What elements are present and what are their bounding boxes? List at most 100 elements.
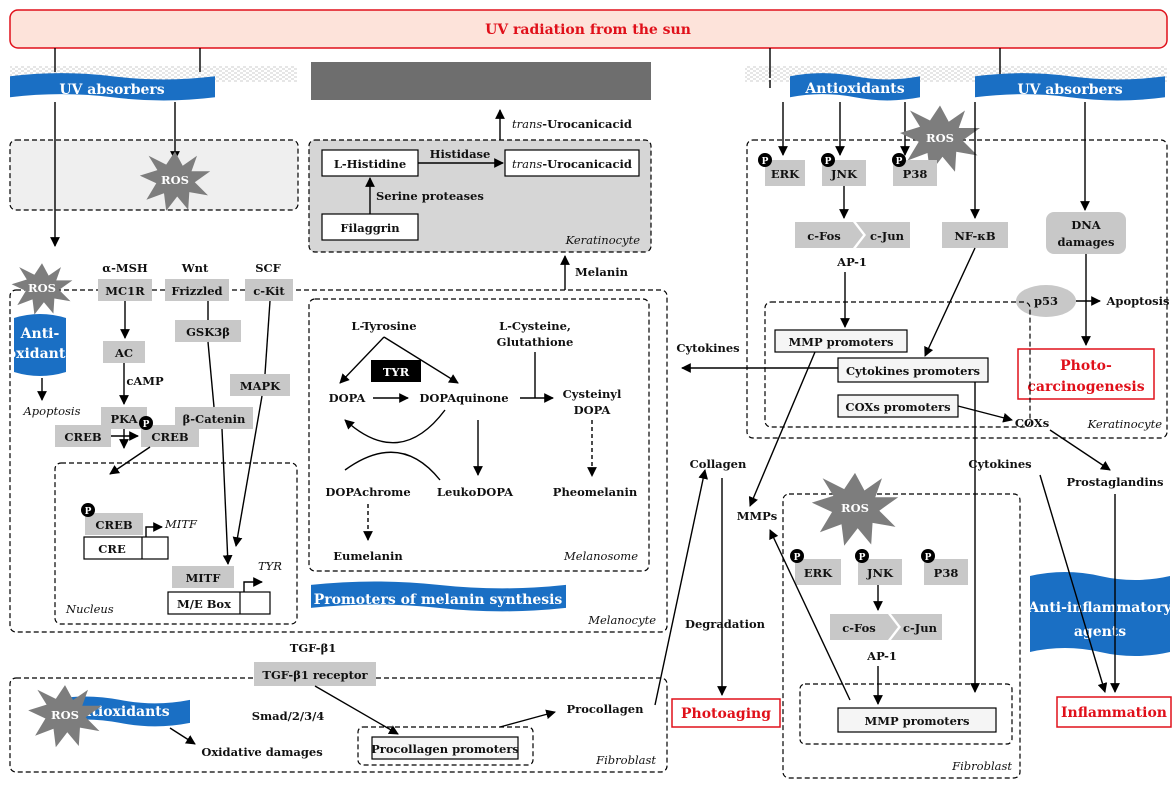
- phospho-icon: [855, 549, 869, 563]
- ros-star-top-left: ROS: [139, 151, 211, 211]
- msh-label: α-MSH: [102, 261, 148, 275]
- svg-text:P: P: [85, 507, 92, 517]
- promoter-arrow-mitf: [145, 522, 163, 537]
- pka-box: [101, 407, 147, 429]
- mitf-box: [172, 566, 234, 588]
- svg-text:Photoaging: Photoaging: [681, 706, 771, 722]
- svg-text:P: P: [143, 420, 150, 430]
- arrow-cyto-inflam: [1039, 474, 1108, 693]
- me-box: [167, 591, 271, 615]
- collagen-label: Collagen: [690, 457, 747, 471]
- tyr-enzyme-box: [371, 360, 421, 382]
- fibroblast-left-caption: Fibroblast: [595, 753, 656, 767]
- dopa-label: DOPA: [329, 391, 367, 405]
- phospho-icon: [921, 549, 935, 563]
- anti-inflammatory-banner: Anti-inflammatory agents: [1027, 572, 1173, 656]
- photoaging-box: [671, 698, 781, 728]
- melanin-label: Melanin: [575, 265, 629, 279]
- svg-text:TGF-β1 receptor: TGF-β1 receptor: [262, 668, 368, 682]
- uv-absorbers-right-banner: UV absorbers: [975, 73, 1165, 101]
- svg-text:P: P: [825, 157, 832, 167]
- ros-star-right-fibro: ROS: [811, 472, 899, 546]
- arrow-smad: [314, 685, 399, 735]
- prostaglandins-label: Prostaglandins: [1066, 475, 1163, 489]
- dopachrome-label: DOPAchrome: [325, 485, 410, 499]
- urocanic-box: [504, 149, 640, 177]
- antioxidants-left-banner: Anti- oxidants: [7, 314, 74, 376]
- svg-text:P38: P38: [934, 566, 959, 580]
- leukodopa-label: LeukoDOPA: [437, 485, 514, 499]
- apoptosis-right-label: Apoptosis: [1106, 294, 1170, 308]
- mmp-promoters-top: [774, 329, 908, 353]
- svg-text:Antioxidants: Antioxidants: [804, 81, 904, 97]
- fibroblast-left-region: [9, 677, 668, 773]
- melanosome-caption: Melanosome: [563, 549, 638, 563]
- svg-text:GSK3β: GSK3β: [186, 325, 230, 339]
- svg-text:P: P: [896, 157, 903, 167]
- smad-label: Smad/2/3/4: [252, 709, 325, 723]
- svg-text:P: P: [762, 157, 769, 167]
- svg-text:oxidants: oxidants: [7, 346, 74, 362]
- creb-box-1: [55, 425, 111, 447]
- eumelanin-label: Eumelanin: [333, 549, 403, 563]
- creb-box-2: [141, 425, 199, 447]
- svg-text:NF-κB: NF-κB: [954, 229, 996, 243]
- phospho-icon: [892, 153, 906, 167]
- antioxidants-top-banner: Antioxidants: [790, 73, 920, 101]
- svg-text:Procollagen promoters: Procollagen promoters: [371, 742, 519, 756]
- cytokines-left-label: Cytokines: [676, 341, 739, 355]
- l-histidine-box: [321, 149, 419, 177]
- cysteine-label: L-Cysteine,: [499, 319, 571, 333]
- svg-text:c-Kit: c-Kit: [253, 284, 285, 298]
- ros-star-bottom-left: ROS: [28, 685, 102, 748]
- mmps-label: MMPs: [737, 509, 778, 523]
- svg-text:P: P: [859, 553, 866, 563]
- arrow-mapk-mitf: [232, 395, 263, 547]
- cfos-box-bottom: [830, 614, 898, 640]
- svg-text:MAPK: MAPK: [240, 379, 281, 393]
- ap1-label-bottom: AP-1: [866, 649, 897, 663]
- pheomelanin-label: Pheomelanin: [553, 485, 638, 499]
- svg-text:P38: P38: [903, 167, 928, 181]
- svg-text:c-Fos: c-Fos: [842, 621, 875, 635]
- scf-label: SCF: [255, 261, 281, 275]
- arrow-pcreb-nucleus: [109, 446, 151, 475]
- cytokines-promoters-box: [837, 357, 989, 383]
- svg-text:JNK: JNK: [830, 167, 858, 181]
- arrow-cycle-dopa: [344, 409, 446, 444]
- stratum-corneum-bar: [311, 62, 651, 100]
- arrow-bcat-mitf: [221, 428, 233, 565]
- svg-text:UV absorbers: UV absorbers: [1017, 82, 1122, 98]
- procollagen-promoters-box: [371, 736, 519, 760]
- arrow-procollagen: [499, 709, 556, 728]
- cjun-box-bottom: [891, 614, 942, 640]
- svg-text:c-Fos: c-Fos: [807, 229, 840, 243]
- cytokines-mid-label: Cytokines: [968, 457, 1031, 471]
- procollagen-label: Procollagen: [567, 702, 645, 716]
- svg-text:carcinogenesis: carcinogenesis: [1027, 379, 1144, 395]
- nucleus-caption: Nucleus: [65, 602, 114, 616]
- bcatenin-box: [175, 407, 253, 429]
- svg-text:PKA: PKA: [110, 412, 138, 426]
- fibroblast-right-caption: Fibroblast: [951, 759, 1012, 773]
- degradation-label: Degradation: [685, 617, 766, 631]
- svg-text:ROS: ROS: [926, 131, 954, 145]
- nfkb-box: [942, 222, 1008, 248]
- p53-ellipse: [1016, 285, 1076, 317]
- svg-text:CRE: CRE: [98, 542, 126, 556]
- svg-text:p53: p53: [1034, 294, 1058, 308]
- svg-text:damages: damages: [1058, 235, 1115, 249]
- svg-text:P: P: [794, 553, 801, 563]
- l-tyrosine-label: L-Tyrosine: [351, 319, 416, 333]
- arrow-oxidative: [169, 727, 196, 745]
- promoter-arrow-tyr: [243, 577, 263, 592]
- svg-text:Inflammation: Inflammation: [1061, 705, 1167, 721]
- ckit-mapk-line: [264, 300, 271, 375]
- svg-text:CREB: CREB: [64, 430, 101, 444]
- dna-damages-box: [1046, 212, 1126, 254]
- glutathione-label: Glutathione: [497, 335, 574, 349]
- melanocyte-region: [9, 289, 668, 633]
- l-histidine-label: L-Histidine: [334, 157, 406, 171]
- svg-text:Cytokines promoters: Cytokines promoters: [846, 364, 980, 378]
- melanosome-region: [308, 298, 650, 572]
